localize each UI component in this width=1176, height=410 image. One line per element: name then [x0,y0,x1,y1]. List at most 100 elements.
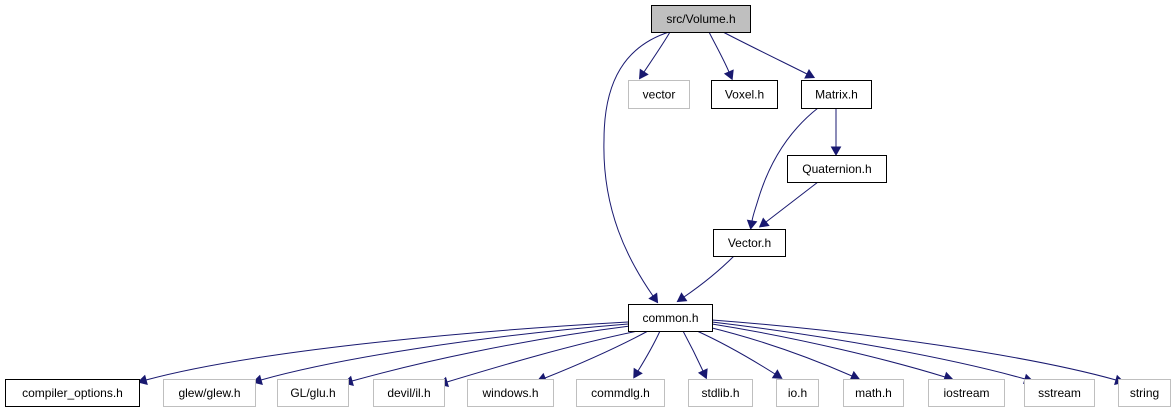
node-label: sstream [1038,386,1081,400]
node-vector: vector [628,80,690,109]
arrowhead-icon [758,217,770,228]
node-voxel[interactable]: Voxel.h [711,80,778,109]
node-iostream: iostream [928,379,1005,407]
arrowhead-icon [137,374,148,386]
node-common[interactable]: common.h [628,304,713,332]
node-label: compiler_options.h [22,386,123,400]
edge-line [711,321,1026,380]
node-label: Vector.h [728,236,771,250]
node-label: math.h [855,386,892,400]
node-label: Quaternion.h [802,162,871,176]
arrowhead-icon [648,292,659,304]
edge-line [260,323,629,381]
node-volume[interactable]: src/Volume.h [651,5,751,33]
node-stdlib: stdlib.h [688,379,753,407]
node-label: string [1130,386,1159,400]
node-string: string [1118,379,1171,407]
node-box [373,379,445,407]
node-label: devil/il.h [387,386,430,400]
node-box [5,379,140,407]
node-box [711,80,778,109]
node-io: io.h [776,379,819,407]
node-box [628,304,713,332]
node-vectorh[interactable]: Vector.h [713,229,786,257]
edge-volume-to-vector [638,31,671,80]
node-box [628,80,690,109]
node-sstream: sstream [1024,379,1095,407]
node-label: windows.h [481,386,538,400]
edge-line [544,330,649,379]
edge-line [682,330,704,372]
edge-common-to-windows [536,330,649,383]
edge-line [643,31,671,73]
node-quaternion[interactable]: Quaternion.h [787,155,887,183]
node-label: commdlg.h [591,386,650,400]
edge-volume-to-common [603,31,670,304]
arrowhead-icon [830,146,842,157]
node-label: stdlib.h [701,386,739,400]
node-commdlg: commdlg.h [576,379,665,407]
nodes-layer: src/Volume.h vector Voxel.h Matrix.hQuatern… [5,5,1171,407]
node-label: vector [643,88,676,102]
node-box [688,379,753,407]
edge-line [711,323,946,378]
node-label: Matrix.h [815,88,858,102]
arrowhead-icon [771,369,783,379]
node-box [467,379,554,407]
node-label: common.h [642,311,698,325]
arrowhead-icon [676,292,688,303]
edge-line [683,255,735,298]
edge-common-to-stdlib [682,330,708,380]
node-box [277,379,349,407]
arrowhead-icon [804,68,816,79]
node-box [928,379,1005,407]
node-box [576,379,665,407]
node-box [843,379,904,407]
node-windows: windows.h [467,379,554,407]
node-box [776,379,819,407]
edge-quaternion-to-vectorh [758,181,819,228]
arrowhead-icon [697,368,708,380]
node-label: glew/glew.h [178,386,240,400]
edge-line [765,181,819,223]
node-math: math.h [843,379,904,407]
edge-line [145,321,629,381]
node-label: GL/glu.h [290,386,335,400]
edge-line [637,330,661,372]
edge-common-to-io [696,330,783,379]
node-devil: devil/il.h [373,379,445,407]
node-label: Voxel.h [725,88,764,102]
edge-line [751,107,819,222]
edge-matrix-to-vectorh [746,107,819,230]
arrowhead-icon [746,219,758,230]
edge-vectorh-to-common [676,255,735,303]
edge-common-to-commdlg [633,330,661,379]
node-label: io.h [788,386,807,400]
node-glew: glew/glew.h [163,379,256,407]
node-compiler_options[interactable]: compiler_options.h [5,379,140,407]
node-box [1118,379,1171,407]
arrowhead-icon [723,69,734,81]
node-box [787,155,887,183]
node-matrix[interactable]: Matrix.h [801,80,872,109]
edge-common-to-math [707,326,861,381]
node-glu: GL/glu.h [277,379,349,407]
node-label: iostream [943,386,989,400]
edge-line [446,330,639,383]
node-box [713,229,786,257]
edge-line [711,319,1117,381]
edge-common-to-iostream [711,323,954,382]
node-box [163,379,256,407]
edge-common-to-glu [343,325,631,387]
arrowhead-icon [633,367,643,379]
node-box [651,5,751,33]
edge-volume-to-matrix [722,31,816,79]
node-label: src/Volume.h [666,12,735,26]
arrowhead-icon [638,68,649,80]
edge-line [722,31,808,75]
edge-volume-to-voxel [708,31,734,81]
arrowhead-icon [849,370,861,381]
edge-common-to-compiler_options [137,321,629,386]
edge-line [696,330,776,375]
